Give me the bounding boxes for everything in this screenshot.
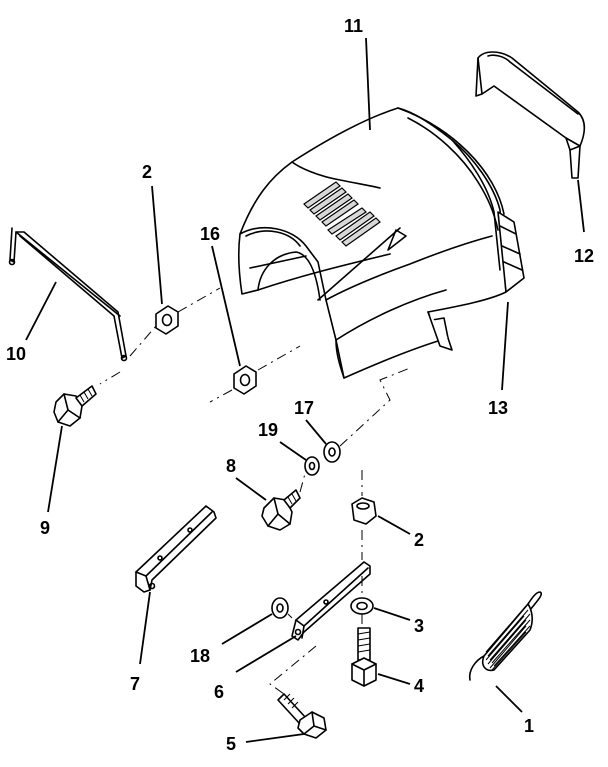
part-17-washer (323, 441, 341, 463)
part-16-nut (233, 365, 257, 395)
part-6-bracket (291, 561, 371, 641)
part-3-washer (350, 597, 374, 615)
part-8-bolt (261, 489, 301, 531)
assembly-lines (99, 287, 411, 695)
callout-9: 9 (40, 518, 50, 538)
callout-12: 12 (574, 246, 594, 266)
part-12-handle (475, 51, 586, 179)
part-4-bolt (351, 627, 377, 687)
part-1-spring (468, 591, 543, 681)
shroud-vent-slots (303, 181, 381, 247)
callout-7: 7 (130, 674, 140, 694)
callout-labels: 11 2 16 12 10 13 17 19 8 9 2 3 18 7 6 4 … (6, 16, 594, 754)
leader-lines (25, 37, 585, 743)
callout-2-lower: 2 (414, 530, 424, 550)
callout-6: 6 (214, 682, 224, 702)
callout-16: 16 (200, 224, 220, 244)
part-19-lock-washer (304, 456, 320, 476)
callout-4: 4 (414, 676, 424, 696)
callout-11: 11 (344, 16, 363, 36)
callout-3: 3 (414, 616, 424, 636)
callout-19: 19 (258, 420, 278, 440)
callout-10: 10 (6, 344, 26, 364)
callout-17: 17 (294, 398, 314, 418)
part-10-rod (8, 227, 128, 362)
callout-1: 1 (524, 716, 534, 736)
part-5-bolt (277, 693, 327, 739)
callout-18: 18 (190, 646, 210, 666)
part-2-nut-upper (155, 305, 179, 335)
callout-13: 13 (488, 398, 508, 418)
callout-5: 5 (226, 734, 236, 754)
part-9-bolt (53, 385, 97, 427)
part-18-washer (271, 597, 289, 619)
callout-2-upper: 2 (142, 162, 152, 182)
part-11-shroud (237, 107, 525, 379)
part-2-nut-lower (351, 497, 377, 525)
part-7-bracket (135, 505, 217, 593)
callout-8: 8 (226, 456, 236, 476)
